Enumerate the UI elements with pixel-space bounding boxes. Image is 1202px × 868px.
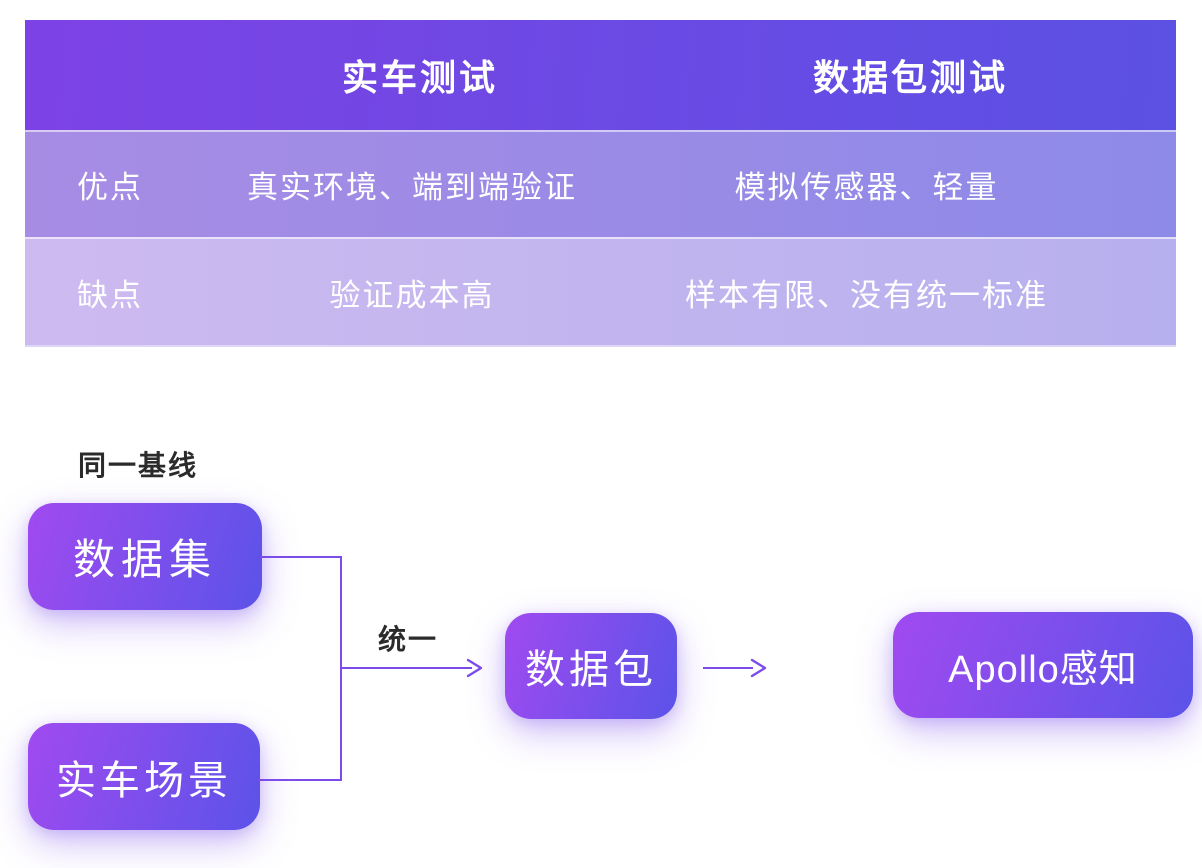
table-header-row: 实车测试 数据包测试 bbox=[25, 20, 1176, 130]
header-empty-cell bbox=[25, 20, 195, 130]
cons-packet-cell: 样本有限、没有统一标准 bbox=[685, 277, 1048, 313]
connector-dataset-line bbox=[260, 556, 342, 558]
row-label-pros: 优点 bbox=[77, 170, 143, 205]
node-dataset: 数据集 bbox=[28, 503, 262, 610]
node-data-packet: 数据包 bbox=[505, 613, 677, 719]
pros-packet-cell: 模拟传感器、轻量 bbox=[734, 170, 999, 205]
header-packet-test: 数据包测试 bbox=[812, 57, 1008, 98]
arrowhead-icon bbox=[466, 658, 483, 678]
baseline-label: 同一基线 bbox=[78, 450, 199, 481]
node-real-vehicle-scene: 实车场景 bbox=[28, 723, 260, 830]
table-row-cons: 缺点 验证成本高 样本有限、没有统一标准 bbox=[25, 237, 1176, 347]
unify-arrow-line bbox=[340, 667, 472, 669]
header-real-vehicle-test: 实车测试 bbox=[341, 57, 498, 98]
arrowhead-icon bbox=[750, 658, 767, 678]
node-apollo-perception: Apollo感知 bbox=[893, 612, 1193, 718]
connector-scene-line bbox=[258, 779, 342, 781]
packet-to-apollo-line bbox=[703, 667, 753, 669]
table-row-pros: 优点 真实环境、端到端验证 模拟传感器、轻量 bbox=[25, 130, 1176, 237]
pros-real-vehicle-cell: 真实环境、端到端验证 bbox=[247, 170, 577, 205]
unify-label: 统一 bbox=[377, 624, 438, 655]
comparison-table: 实车测试 数据包测试 优点 真实环境、端到端验证 模拟传感器、轻量 缺点 验证成… bbox=[25, 20, 1176, 347]
row-label-cons: 缺点 bbox=[77, 277, 143, 313]
cons-real-vehicle-cell: 验证成本高 bbox=[329, 277, 495, 313]
